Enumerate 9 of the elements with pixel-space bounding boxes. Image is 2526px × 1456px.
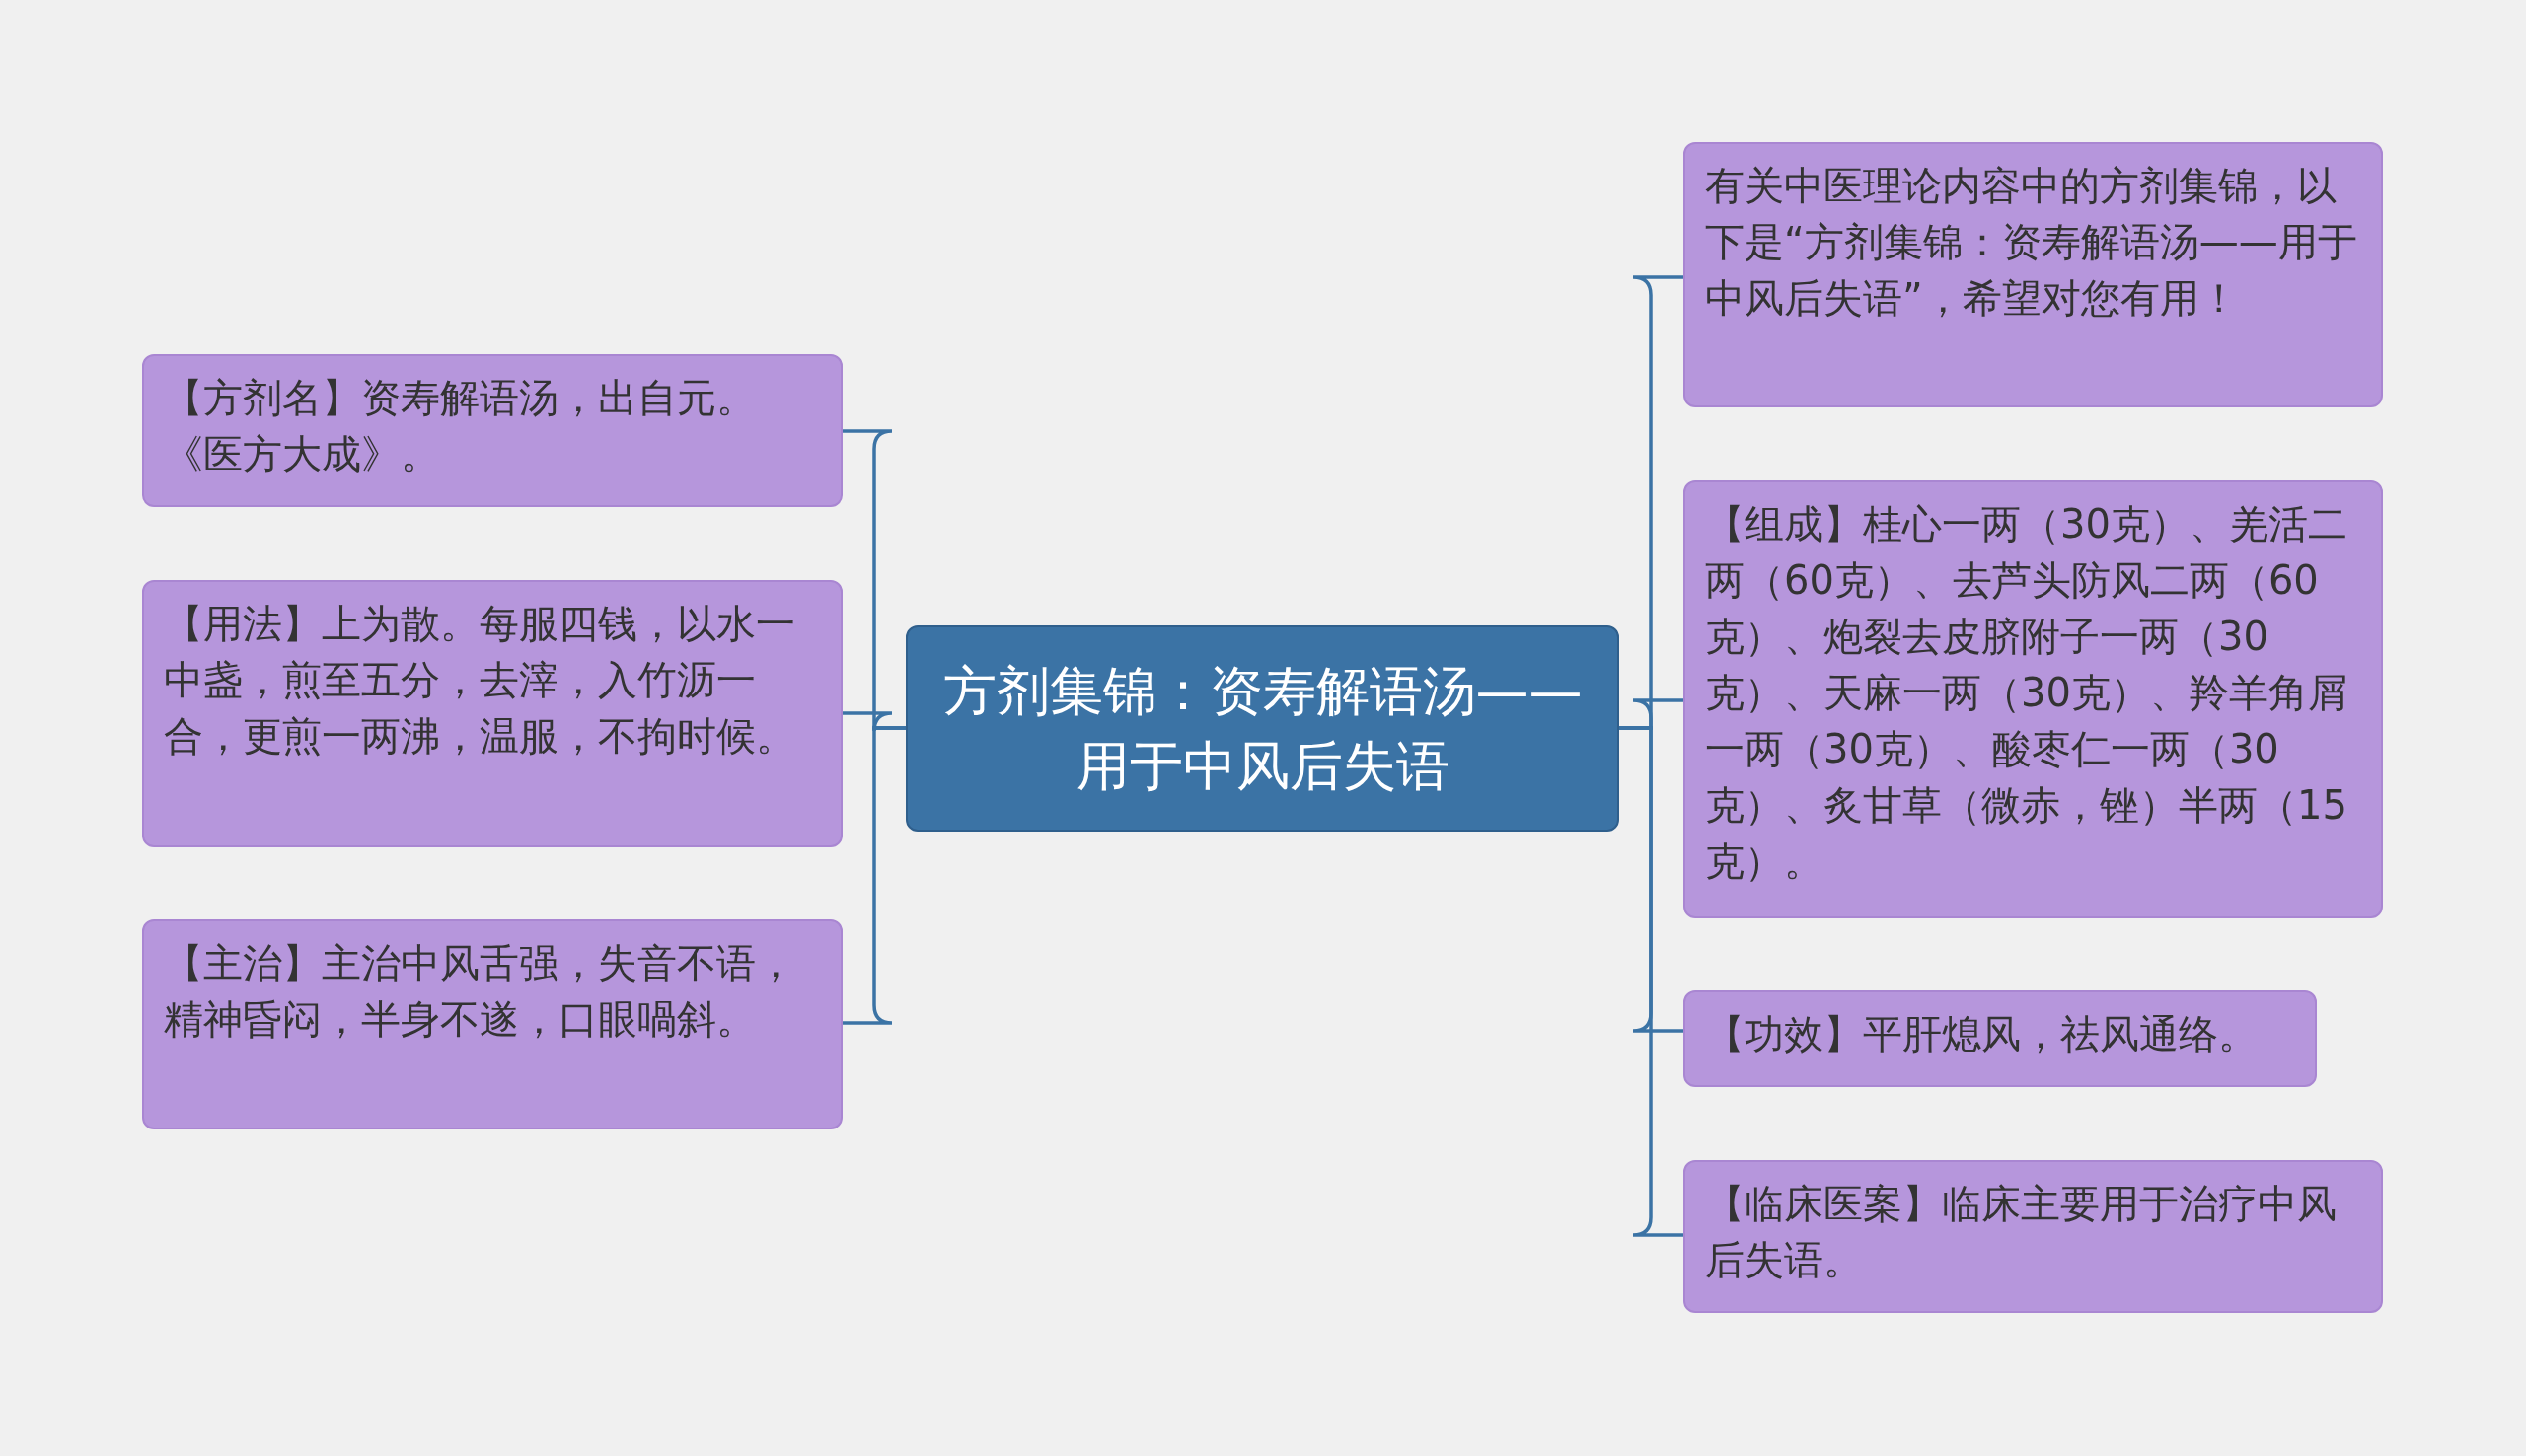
- topic-box: 【功效】平肝熄风，祛风通络。: [1683, 990, 2317, 1087]
- central-topic-box: 方剂集锦：资寿解语汤——用于中风后失语: [906, 625, 1619, 832]
- topic-box: 【临床医案】临床主要用于治疗中风后失语。: [1683, 1160, 2383, 1313]
- connector-line: [843, 726, 906, 1025]
- topic-box: 【组成】桂心一两（30克）、羌活二两（60克）、去芦头防风二两（60克）、炮裂去皮脐附子一两（30克）、天麻一两（30克）、羚羊角屑一两（30克）、酸枣仁一两（30克）、炙甘草（微赤，锉）半两（15克）。: [1683, 480, 2383, 918]
- topic-box: 【用法】上为散。每服四钱，以水一中盏，煎至五分，去滓，入竹沥一合，更煎一两沸，温服，不拘时候。: [142, 580, 843, 847]
- topic-box: 【方剂名】资寿解语汤，出自元。《医方大成》。: [142, 354, 843, 507]
- topic-box: 有关中医理论内容中的方剂集锦，以下是“方剂集锦：资寿解语汤——用于中风后失语”，希望对您有用！: [1683, 142, 2383, 407]
- topic-box: 【主治】主治中风舌强，失音不语，精神昏闷，半身不遂，口眼喎斜。: [142, 919, 843, 1129]
